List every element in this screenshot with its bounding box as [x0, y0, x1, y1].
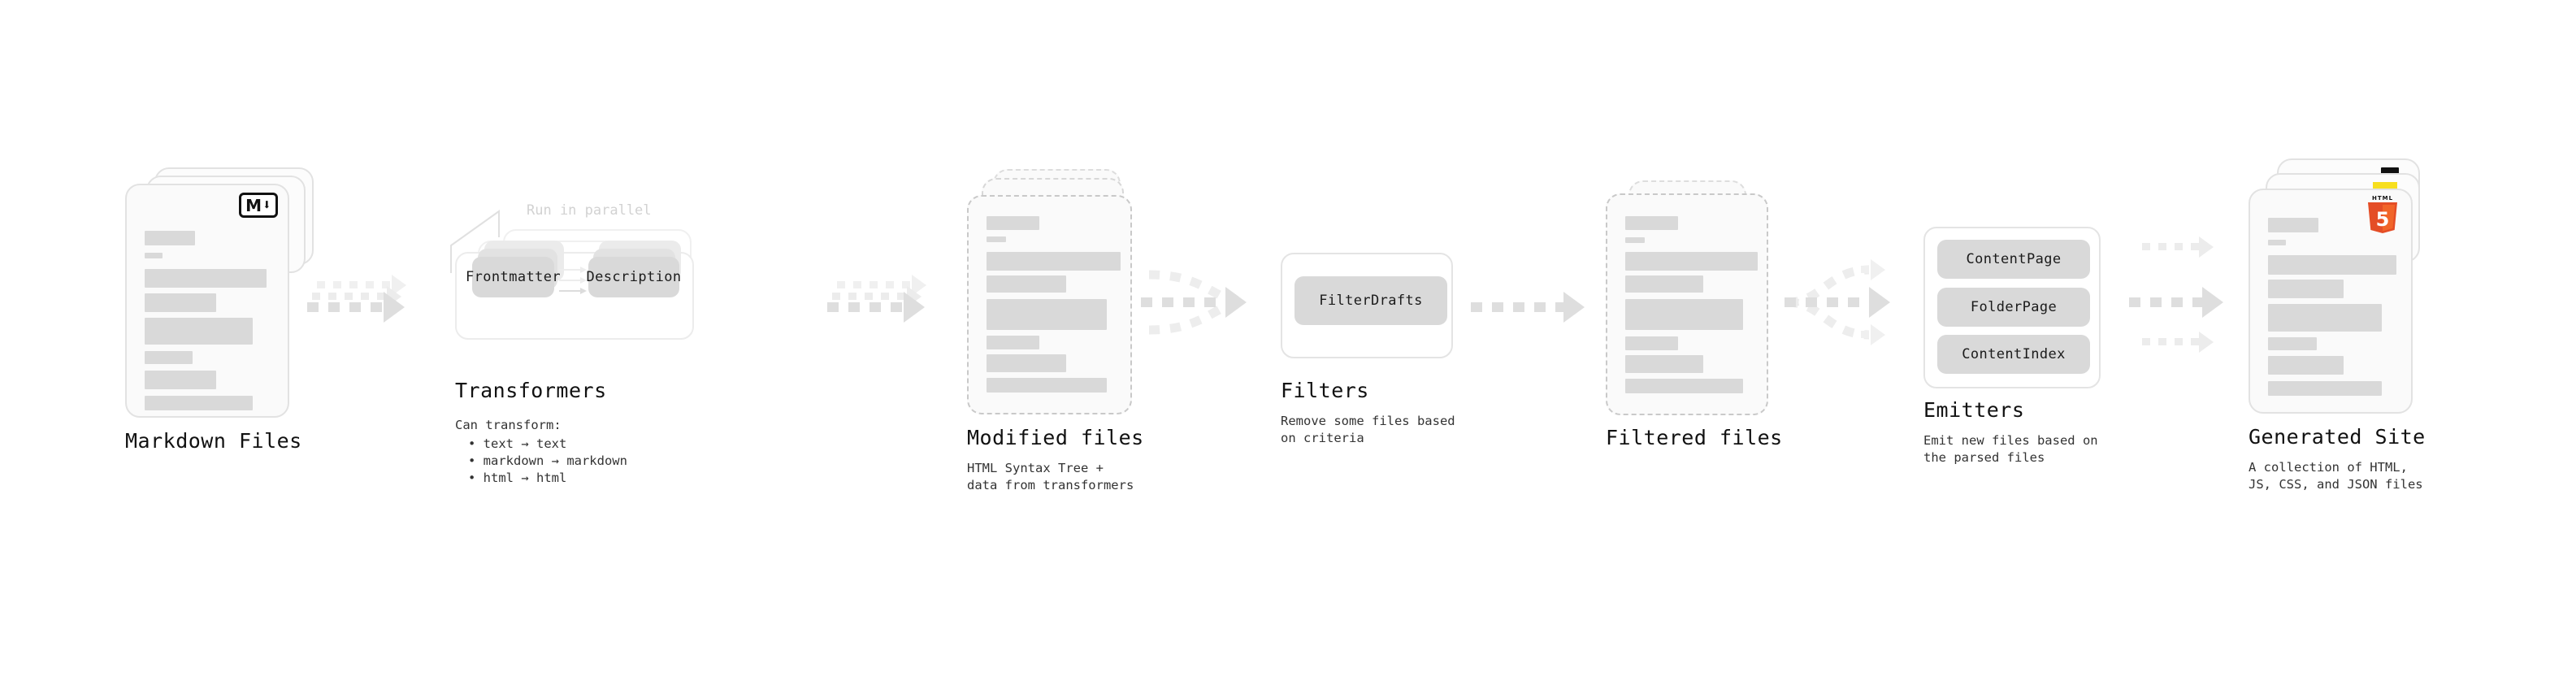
transformers-box-front: Frontmatter Description: [455, 241, 694, 340]
markdown-icon: M ⬇: [239, 193, 278, 218]
emitter-chip-folderpage-label: FolderPage: [1970, 299, 2058, 315]
stage-title-site: Generated Site: [2249, 425, 2426, 449]
markdown-card-front: M ⬇: [125, 184, 289, 418]
run-in-parallel-label: Run in parallel: [527, 202, 652, 219]
transformer-chip-frontmatter[interactable]: Frontmatter: [466, 257, 561, 297]
transformer-chip-frontmatter-label: Frontmatter: [466, 269, 561, 285]
emitter-chip-contentindex-label: ContentIndex: [1962, 346, 2066, 362]
stage-subtitle-filters: Remove some files based on criteria: [1281, 414, 1455, 445]
html5-icon-wordmark: HTML: [2371, 195, 2394, 202]
transformer-chip-description-label: Description: [586, 269, 682, 285]
site-card-front: HTML 5: [2249, 189, 2413, 414]
transformers-bullet-list: • text → text • markdown → markdown • ht…: [468, 436, 627, 487]
stage-subtitle-modified: HTML Syntax Tree + data from transformer…: [967, 461, 1134, 492]
converging-lines: [1148, 270, 1236, 335]
stage-title-markdown: Markdown Files: [125, 429, 302, 453]
transformer-chip-description[interactable]: Description: [586, 257, 682, 297]
emitter-chip-contentpage[interactable]: ContentPage: [1937, 240, 2090, 279]
emitter-chip-contentpage-label: ContentPage: [1966, 251, 2062, 267]
html5-icon: HTML 5: [2366, 195, 2400, 234]
modified-card-front: [967, 195, 1132, 414]
filter-chip-filterdrafts[interactable]: FilterDrafts: [1295, 276, 1447, 325]
run-in-parallel-bracket: [450, 210, 500, 273]
transformer-inner-arrows: [559, 267, 587, 301]
transformers-bullet-2: • html → html: [468, 471, 567, 485]
svg-text:5: 5: [2376, 208, 2390, 231]
emitter-chip-folderpage[interactable]: FolderPage: [1937, 288, 2090, 327]
transformers-bullet-1: • markdown → markdown: [468, 453, 627, 468]
stage-title-filtered: Filtered files: [1606, 426, 1783, 449]
filters-box: FilterDrafts: [1281, 253, 1453, 358]
filtered-card-front: [1606, 193, 1768, 415]
stage-title-modified: Modified files: [967, 426, 1144, 449]
transformers-subtitle-lead: Can transform:: [455, 418, 562, 432]
stage-title-transformers: Transformers: [455, 379, 607, 402]
transformers-bullet-0: • text → text: [468, 436, 567, 451]
stage-subtitle-emitters: Emit new files based on the parsed files: [1923, 433, 2098, 465]
filter-chip-filterdrafts-label: FilterDrafts: [1319, 293, 1423, 309]
stage-subtitle-site: A collection of HTML, JS, CSS, and JSON …: [2249, 460, 2423, 492]
stage-title-filters: Filters: [1281, 379, 1369, 402]
emitter-chip-contentindex[interactable]: ContentIndex: [1937, 335, 2090, 374]
emitters-box: ContentPage FolderPage ContentIndex: [1923, 227, 2101, 388]
stage-title-emitters: Emitters: [1923, 398, 2025, 422]
